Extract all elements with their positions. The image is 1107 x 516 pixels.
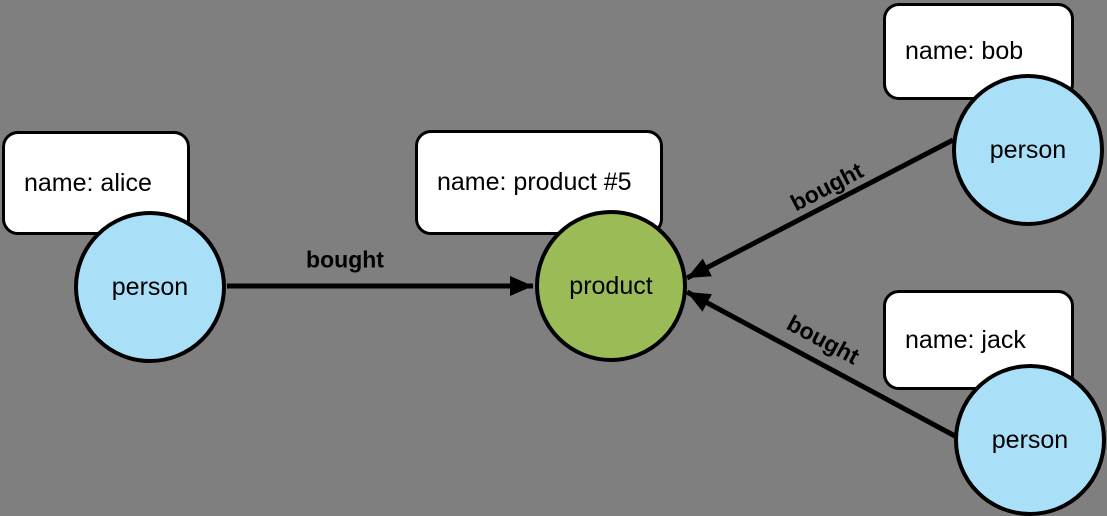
property-label-product: name: product #5	[437, 168, 632, 196]
node-person-bob: person	[952, 74, 1104, 226]
node-person-alice: person	[74, 211, 226, 363]
edge-label-alice-bought: bought	[306, 246, 384, 273]
node-product-5: product	[535, 210, 687, 362]
node-person-jack: person	[954, 364, 1106, 516]
edge-jack-bought-product	[685, 289, 957, 439]
node-label-bob: person	[989, 135, 1067, 164]
node-label-product: product	[569, 271, 653, 300]
edge-bob-bought-product	[685, 137, 955, 281]
property-label-bob: name: bob	[905, 37, 1024, 65]
property-box-alice: name: alice	[2, 131, 190, 235]
property-label-alice: name: alice	[24, 168, 152, 197]
property-label-jack: name: jack	[905, 325, 1026, 354]
node-label-jack: person	[991, 425, 1069, 454]
node-label-alice: person	[111, 272, 189, 301]
